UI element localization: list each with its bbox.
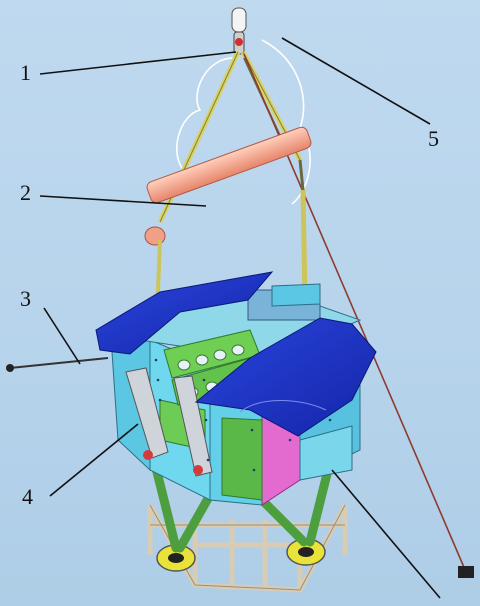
spreader-bar [144, 126, 312, 246]
tag-line-weight [458, 566, 474, 578]
lifting-shackle [231, 7, 247, 55]
blue-panels [95, 271, 377, 437]
callout-1: 1 [20, 60, 31, 85]
callout-5: 5 [428, 126, 439, 151]
side-box [299, 425, 353, 481]
rivets [154, 358, 348, 472]
callout-4: 4 [22, 484, 33, 509]
callout-2: 2 [20, 180, 31, 205]
tag-line-left [9, 357, 109, 369]
leader-lines [39, 37, 441, 599]
tag-line-left-end [6, 364, 14, 372]
latch-arms [125, 367, 213, 477]
callout-3: 3 [20, 286, 31, 311]
